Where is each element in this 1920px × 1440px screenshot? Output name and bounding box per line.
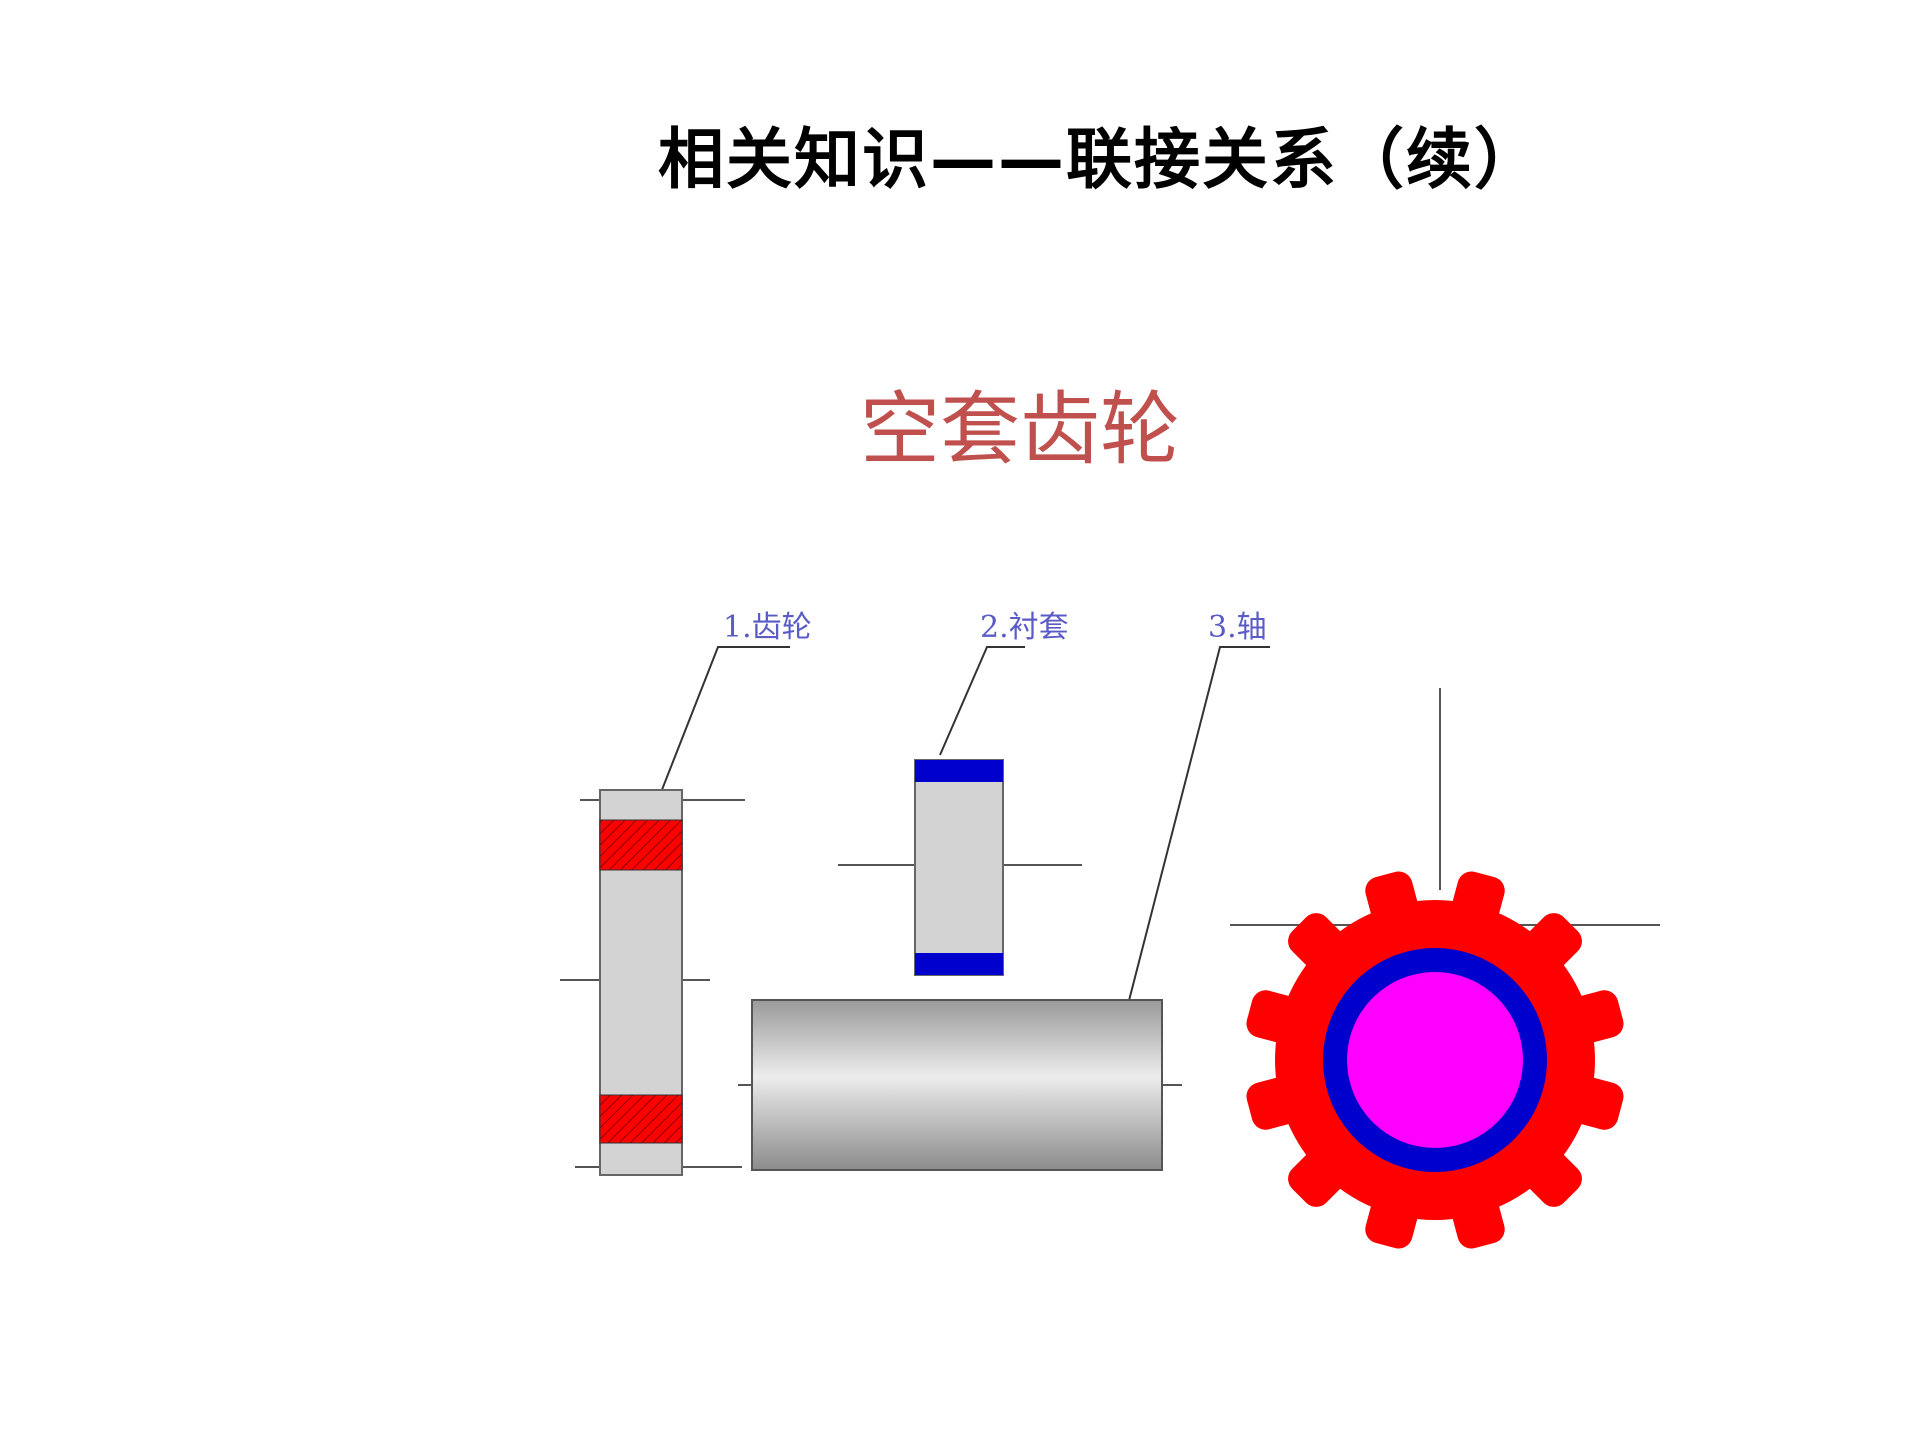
bushing-side-view [838, 759, 1082, 976]
slide-title: 相关知识——联接关系（续） [658, 121, 1542, 198]
idle-gear-diagram: 1.齿轮 2.衬套 3.轴 [560, 610, 1660, 1249]
gear-front-view [1230, 688, 1660, 1249]
shaft-side-view [738, 999, 1182, 1171]
label-bushing: 2.衬套 [980, 610, 1069, 645]
gear-side-view [560, 789, 745, 1176]
label-shaft: 3.轴 [1208, 610, 1267, 645]
label-gear: 1.齿轮 [723, 610, 812, 645]
leader-lines [644, 646, 1270, 1056]
slide-subtitle: 空套齿轮 [860, 383, 1180, 476]
